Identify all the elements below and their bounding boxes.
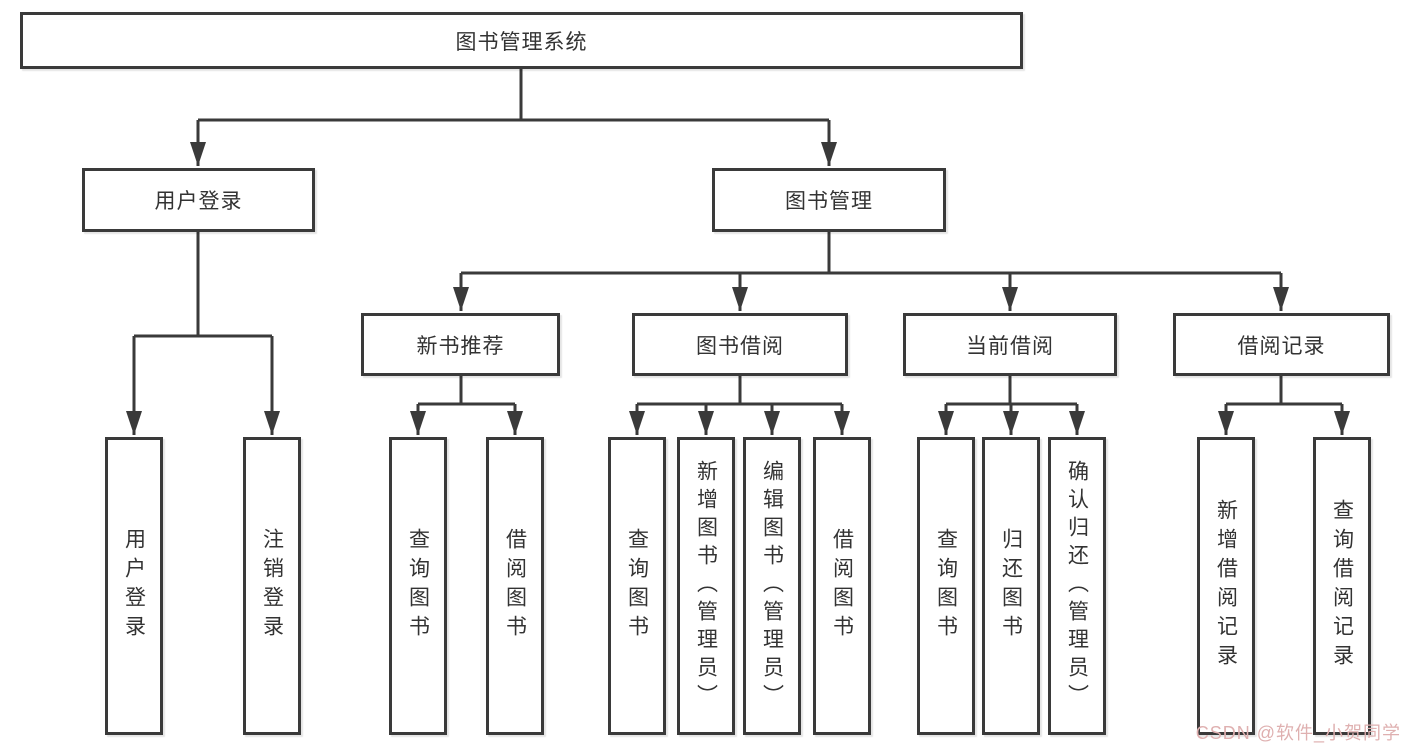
leaf-rec-borrow-book: 借阅图书 — [486, 437, 544, 735]
node-label: 图书管理系统 — [455, 30, 588, 54]
node-label: 查询借阅记录 — [1330, 499, 1354, 673]
node-label: 归还图书 — [999, 528, 1023, 644]
node-current-borrow: 当前借阅 — [903, 313, 1117, 376]
node-label: 查询图书 — [934, 528, 958, 644]
leaf-bb-edit-book-admin: 编辑图书（管理员） — [743, 437, 801, 735]
leaf-br-query-record: 查询借阅记录 — [1313, 437, 1371, 735]
node-label: 图书借阅 — [696, 334, 784, 358]
node-label: 查询图书 — [406, 528, 430, 644]
node-label: 当前借阅 — [966, 334, 1054, 358]
node-borrow-record: 借阅记录 — [1173, 313, 1390, 376]
node-label: 查询图书 — [625, 528, 649, 644]
node-label: 编辑图书（管理员） — [760, 460, 784, 712]
node-label: 新增借阅记录 — [1214, 499, 1238, 673]
leaf-logout: 注销登录 — [243, 437, 301, 735]
leaf-bb-borrow-book: 借阅图书 — [813, 437, 871, 735]
node-label: 用户登录 — [122, 528, 146, 644]
node-user-login: 用户登录 — [82, 168, 315, 232]
node-new-book-recommend: 新书推荐 — [361, 313, 560, 376]
leaf-user-login: 用户登录 — [105, 437, 163, 735]
leaf-bb-add-book-admin: 新增图书（管理员） — [677, 437, 735, 735]
leaf-bb-query-book: 查询图书 — [608, 437, 666, 735]
leaf-cb-return-book: 归还图书 — [982, 437, 1040, 735]
csdn-watermark: CSDN @软件_小贺同学 — [1195, 723, 1401, 743]
leaf-br-add-record: 新增借阅记录 — [1197, 437, 1255, 735]
node-book-management: 图书管理 — [712, 168, 946, 232]
leaf-rec-query-book: 查询图书 — [389, 437, 447, 735]
node-label: 用户登录 — [154, 190, 243, 213]
node-label: 确认归还（管理员） — [1065, 460, 1089, 712]
node-label: 借阅图书 — [503, 528, 527, 644]
leaf-cb-query-book: 查询图书 — [917, 437, 975, 735]
node-label: 借阅图书 — [830, 528, 854, 644]
node-label: 新增图书（管理员） — [694, 460, 718, 712]
node-label: 注销登录 — [260, 528, 284, 644]
node-label: 新书推荐 — [416, 334, 505, 358]
leaf-cb-confirm-return-admin: 确认归还（管理员） — [1048, 437, 1106, 735]
node-book-borrow: 图书借阅 — [632, 313, 848, 376]
node-root-library-system: 图书管理系统 — [20, 12, 1023, 69]
node-label: 图书管理 — [785, 190, 873, 213]
node-label: 借阅记录 — [1237, 334, 1326, 358]
